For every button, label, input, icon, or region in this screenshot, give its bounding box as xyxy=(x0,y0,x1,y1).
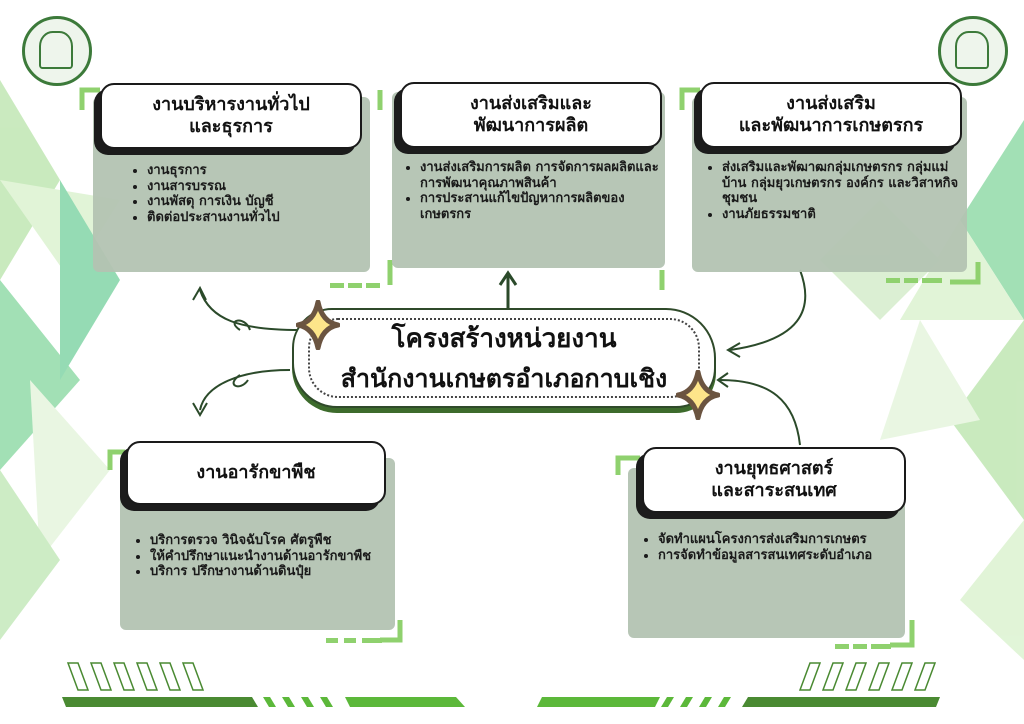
list-item: บริการตรวจ วินิจฉับโรค ศัตรูพืช xyxy=(150,533,400,549)
unit-items: จัดทำแผนโครงการส่งเสริมการเกษตร การจัดทำ… xyxy=(636,532,903,563)
bottom-stripes-left xyxy=(66,662,205,691)
center-title-line1: โครงสร้างหน่วยงาน xyxy=(391,323,617,354)
unit-title: งานอารักขาพืช xyxy=(126,441,386,505)
center-title-line2: สำนักงานเกษตรอำเภอกาบเชิง xyxy=(340,363,668,393)
list-item: การจัดทำข้อมูลสารสนเทศระดับอำเภอ xyxy=(658,548,903,564)
unit-items: งานธุรการ งานสารบรรณ งานพัสดุ การเงิน บั… xyxy=(125,163,377,225)
connector-arrows xyxy=(192,269,807,446)
sparkle-icon xyxy=(296,300,340,350)
unit-title: งานส่งเสริมและ พัฒนาการผลิต xyxy=(400,82,662,148)
unit-title-line: งานส่งเสริมและ xyxy=(470,92,592,114)
unit-title: งานส่งเสริม และพัฒนาการเกษตรกร xyxy=(700,82,962,148)
unit-title-line: และพัฒนาการเกษตรกร xyxy=(738,115,924,136)
unit-title-line: งานบริหารงานทั่วไป xyxy=(152,93,310,115)
list-item: งานส่งเสริมการผลิต การจัดการผลผลิตและการ… xyxy=(420,160,665,191)
list-item: ส่งเสริมและพัฒาฒกลุ่มเกษตรกร กลุ่มแม่บ้า… xyxy=(722,160,962,207)
unit-title-line: พัฒนาการผลิต xyxy=(473,115,589,136)
unit-title-line: งานส่งเสริม xyxy=(786,92,876,114)
list-item: ให้คำปรึกษาแนะนำงานด้านอารักขาพืช xyxy=(150,549,400,565)
logo-right-icon xyxy=(938,16,1008,86)
unit-items: งานส่งเสริมการผลิต การจัดการผลผลิตและการ… xyxy=(398,160,665,222)
list-item: งานพัสดุ การเงิน บัญชี xyxy=(147,194,377,210)
list-item: บริการ ปรึกษางานด้านดินปุ๋ย xyxy=(150,564,400,580)
list-item: งานธุรการ xyxy=(147,163,377,179)
unit-title-line: งานยุทธศาสตร์ xyxy=(714,457,834,479)
unit-items: บริการตรวจ วินิจฉับโรค ศัตรูพืช ให้คำปรึ… xyxy=(128,533,400,580)
unit-title-line: งานอารักขาพืช xyxy=(196,461,316,483)
unit-title: งานยุทธศาสตร์ และสาระสนเทศ xyxy=(642,447,906,513)
list-item: งานสารบรรณ xyxy=(147,179,377,195)
logo-left-icon xyxy=(22,16,92,86)
unit-title: งานบริหารงานทั่วไป และธุรการ xyxy=(100,83,362,149)
unit-items: ส่งเสริมและพัฒาฒกลุ่มเกษตรกร กลุ่มแม่บ้า… xyxy=(700,160,962,222)
center-title: โครงสร้างหน่วยงาน สำนักงานเกษตรอำเภอกาบเ… xyxy=(308,318,700,398)
list-item: การประสานแก้ไขปัญหาการผลิตของเกษตรกร xyxy=(420,191,665,222)
sparkle-icon xyxy=(676,370,720,420)
bottom-stripes-right xyxy=(798,662,937,691)
unit-title-line: และธุรการ xyxy=(189,116,273,137)
list-item: จัดทำแผนโครงการส่งเสริมการเกษตร xyxy=(658,532,903,548)
unit-title-line: และสาระสนเทศ xyxy=(711,480,837,501)
list-item: ติดต่อประสานงานทั่วไป xyxy=(147,210,377,226)
list-item: งานภัยธรรมชาติ xyxy=(722,207,962,223)
center-title-box: โครงสร้างหน่วยงาน สำนักงานเกษตรอำเภอกาบเ… xyxy=(292,308,716,408)
